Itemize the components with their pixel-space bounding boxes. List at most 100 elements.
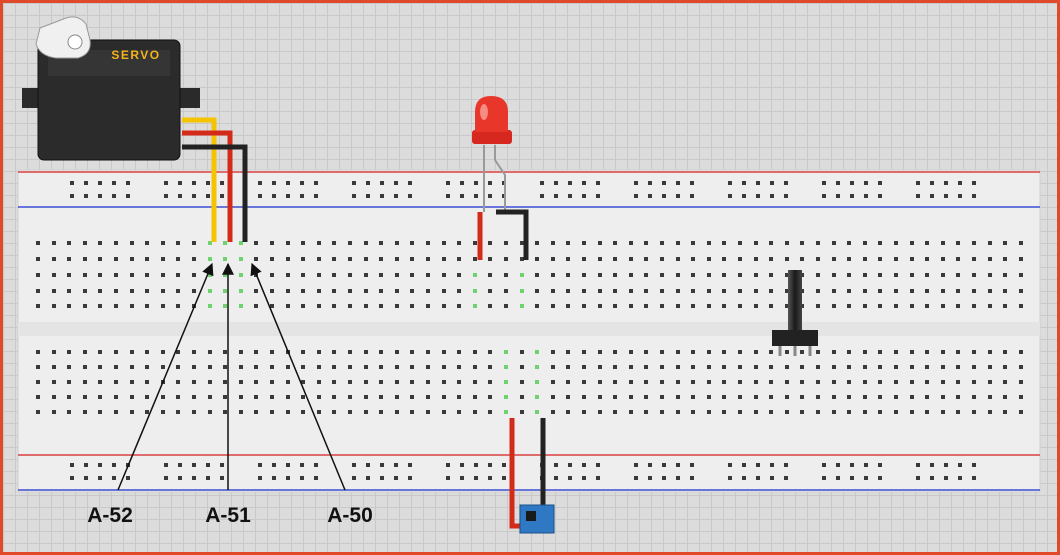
breadboard-hole	[722, 380, 726, 384]
breadboard-hole	[660, 289, 664, 293]
breadboard-hole	[332, 380, 336, 384]
breadboard-hole	[566, 304, 570, 308]
breadboard-hole	[738, 410, 742, 414]
breadboard-hole	[832, 365, 836, 369]
breadboard-hole	[112, 463, 116, 467]
breadboard-hole	[286, 289, 290, 293]
breadboard-hole	[332, 365, 336, 369]
breadboard-hole	[629, 304, 633, 308]
breadboard-hole	[988, 380, 992, 384]
breadboard-hole	[408, 463, 412, 467]
breadboard-hole	[722, 304, 726, 308]
breadboard-hole	[239, 304, 243, 308]
breadboard-hole	[634, 476, 638, 480]
breadboard-hole	[126, 476, 130, 480]
breadboard-hole	[317, 304, 321, 308]
breadboard-hole	[395, 365, 399, 369]
breadboard-hole	[176, 395, 180, 399]
breadboard-hole	[770, 194, 774, 198]
breadboard-hole	[84, 181, 88, 185]
breadboard-hole	[192, 395, 196, 399]
breadboard-hole	[629, 289, 633, 293]
breadboard-hole	[925, 289, 929, 293]
breadboard-hole	[317, 395, 321, 399]
breadboard-hole	[1003, 304, 1007, 308]
breadboard-hole	[785, 273, 789, 277]
breadboard-hole	[1003, 289, 1007, 293]
breadboard-hole	[582, 273, 586, 277]
breadboard-hole	[192, 194, 196, 198]
breadboard-hole	[488, 476, 492, 480]
breadboard-hole	[1003, 365, 1007, 369]
breadboard-hole	[457, 273, 461, 277]
breadboard-hole	[742, 181, 746, 185]
breadboard-hole	[634, 463, 638, 467]
breadboard-hole	[192, 410, 196, 414]
arrow-a50	[250, 262, 346, 491]
breadboard-hole	[442, 350, 446, 354]
breadboard-hole	[847, 257, 851, 261]
breadboard-hole	[629, 395, 633, 399]
breadboard-hole	[52, 350, 56, 354]
breadboard-hole	[223, 350, 227, 354]
breadboard-hole	[112, 181, 116, 185]
breadboard-hole	[473, 257, 477, 261]
breadboard-hole	[956, 395, 960, 399]
breadboard-hole	[161, 350, 165, 354]
breadboard-hole	[504, 380, 508, 384]
breadboard-hole	[878, 241, 882, 245]
breadboard-hole	[551, 273, 555, 277]
breadboard-hole	[220, 476, 224, 480]
breadboard-hole	[379, 304, 383, 308]
breadboard-hole	[738, 350, 742, 354]
breadboard-hole	[83, 350, 87, 354]
breadboard-hole	[972, 395, 976, 399]
breadboard-hole	[863, 350, 867, 354]
breadboard-hole	[832, 410, 836, 414]
breadboard-hole	[728, 476, 732, 480]
breadboard-hole	[648, 476, 652, 480]
breadboard-hole	[272, 476, 276, 480]
breadboard-hole	[504, 350, 508, 354]
breadboard-hole	[520, 380, 524, 384]
breadboard-hole	[473, 410, 477, 414]
breadboard-hole	[551, 365, 555, 369]
breadboard-hole	[395, 241, 399, 245]
led-cathode-leg	[494, 145, 506, 212]
breadboard-hole	[426, 289, 430, 293]
breadboard-hole	[754, 304, 758, 308]
breadboard-hole	[707, 241, 711, 245]
breadboard-hole	[754, 365, 758, 369]
breadboard-hole	[769, 241, 773, 245]
breadboard-hole	[192, 463, 196, 467]
breadboard-hole	[223, 365, 227, 369]
breadboard-hole	[457, 350, 461, 354]
breadboard-hole	[114, 365, 118, 369]
servo-horn	[35, 16, 91, 59]
breadboard-hole	[520, 304, 524, 308]
breadboard-hole	[176, 304, 180, 308]
breadboard-hole	[568, 181, 572, 185]
breadboard-hole	[894, 241, 898, 245]
breadboard-hole	[832, 257, 836, 261]
breadboard-hole	[426, 395, 430, 399]
breadboard-hole	[910, 380, 914, 384]
breadboard-hole	[520, 410, 524, 414]
breadboard-hole	[722, 350, 726, 354]
breadboard-hole	[754, 257, 758, 261]
breadboard-hole	[206, 463, 210, 467]
breadboard-hole	[366, 463, 370, 467]
breadboard-hole	[488, 365, 492, 369]
breadboard-hole	[52, 304, 56, 308]
breadboard-hole	[460, 181, 464, 185]
breadboard-hole	[98, 257, 102, 261]
breadboard-hole	[348, 257, 352, 261]
breadboard-hole	[691, 350, 695, 354]
breadboard-hole	[1019, 410, 1023, 414]
breadboard-hole	[769, 304, 773, 308]
breadboard-hole	[364, 273, 368, 277]
breadboard-hole	[925, 273, 929, 277]
breadboard-hole	[270, 410, 274, 414]
breadboard-hole	[582, 241, 586, 245]
breadboard-hole	[254, 304, 258, 308]
